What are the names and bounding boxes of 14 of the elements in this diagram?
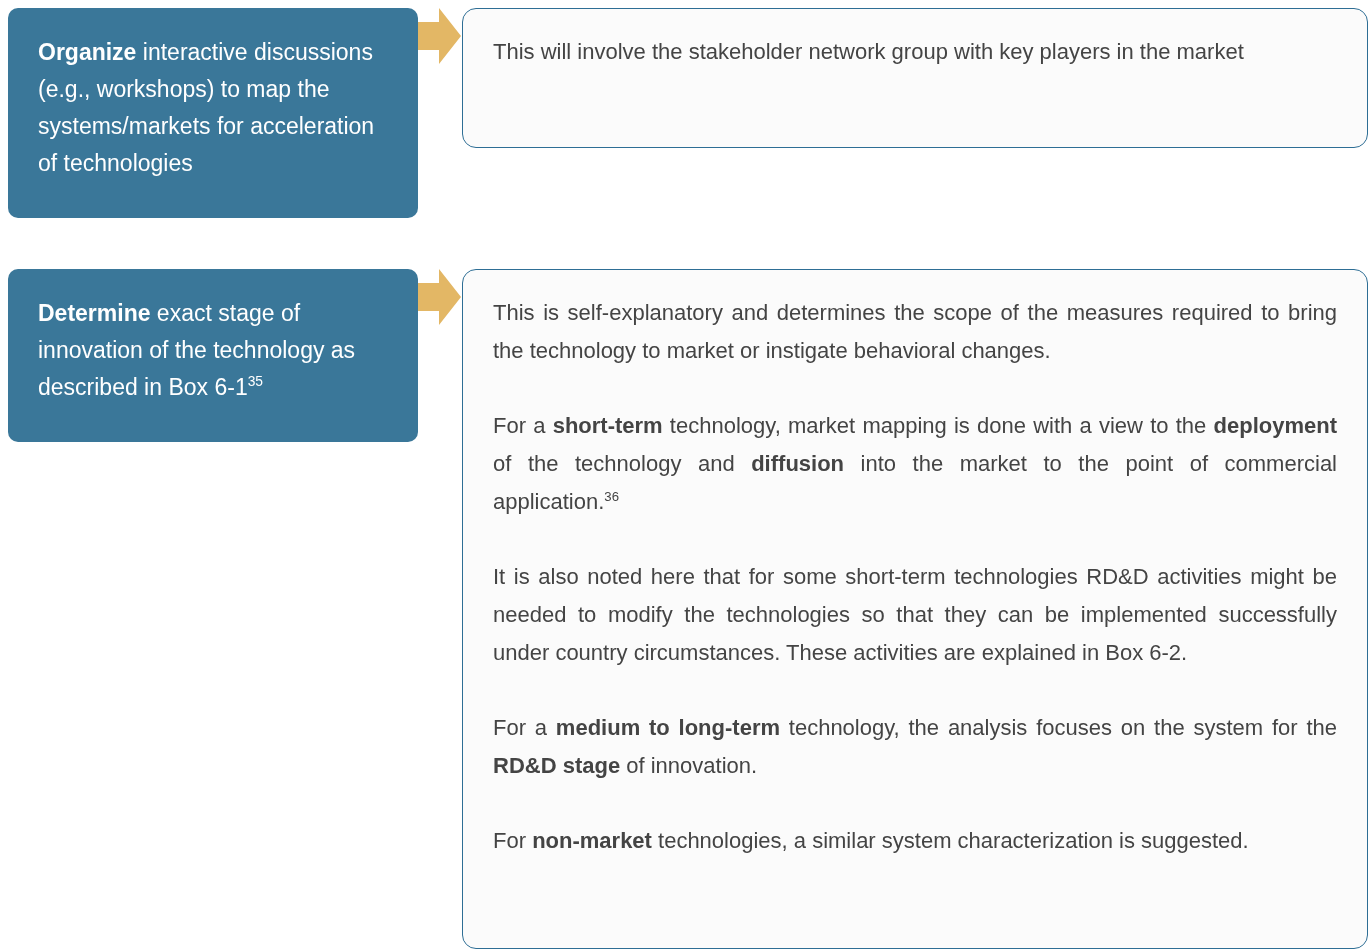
- description-box: [462, 8, 1368, 148]
- step-text: Determine exact stage of innovation of the technology as described in Box 6-1$^{35}$: [38, 299, 357, 402]
- description-paragraph: For a short-term technology, market mapping is done with a view to the deployment of the technology and diffusion into the market to the point of commercial application.$^{36}$: [493, 412, 1337, 516]
- step-text: Organize interactive discussions (e.g., workshops) to map the systems/markets for acceleration of technologies: [38, 38, 376, 178]
- description-paragraph: For non-market technologies, a similar system characterization is suggested.: [493, 827, 1250, 855]
- description-paragraph: For a medium to long-term technology, the analysis focuses on the system for the RD&D stage of innovation.: [493, 714, 1337, 780]
- description-paragraph: This is self-explanatory and determines the scope of the measures required to bring the technology to market or instigate behavioral changes.: [493, 299, 1337, 365]
- arrow: [418, 8, 461, 64]
- arrow: [418, 269, 461, 325]
- description-paragraph: This will involve the stakeholder network group with key players in the market: [493, 38, 1245, 66]
- step-box: [8, 8, 418, 218]
- description-paragraph: It is also noted here that for some short-term technologies RD&D activities might be needed to modify the technologies so that they can be implemented successfully under country circumstances. These activities are explained in Box 6-2.: [493, 563, 1337, 667]
- step-box: [8, 269, 418, 442]
- description-box: [462, 269, 1368, 949]
